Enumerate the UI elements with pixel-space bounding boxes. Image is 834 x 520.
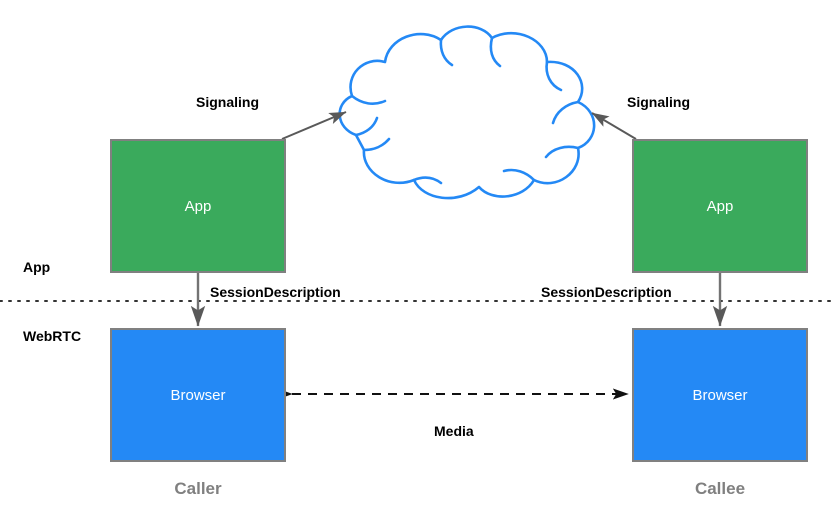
callee-signaling-arrow <box>591 112 637 140</box>
node-callee-browser-label: Browser <box>692 386 748 404</box>
edge-label-media: Media <box>434 423 474 439</box>
caller-signaling-arrow <box>281 111 347 140</box>
role-label-callee: Callee <box>694 479 746 498</box>
node-caller-app-label: App <box>184 197 212 215</box>
edge-label-callee-sessiondescription: SessionDescription <box>541 284 672 300</box>
zone-label-app: App <box>23 259 51 275</box>
signaling-cloud-icon <box>338 25 596 200</box>
node-callee-app[interactable]: App <box>632 139 808 273</box>
node-caller-browser[interactable]: Browser <box>110 328 286 462</box>
node-callee-browser[interactable]: Browser <box>632 328 808 462</box>
node-callee-app-label: App <box>706 197 734 215</box>
edge-label-callee-signaling: Signaling <box>627 94 690 110</box>
role-label-caller: Caller <box>174 479 222 498</box>
node-caller-browser-label: Browser <box>170 386 226 404</box>
node-caller-app[interactable]: App <box>110 139 286 273</box>
edge-label-caller-sessiondescription: SessionDescription <box>210 284 341 300</box>
zone-label-webrtc: WebRTC <box>23 328 82 344</box>
edge-label-caller-signaling: Signaling <box>196 94 259 110</box>
